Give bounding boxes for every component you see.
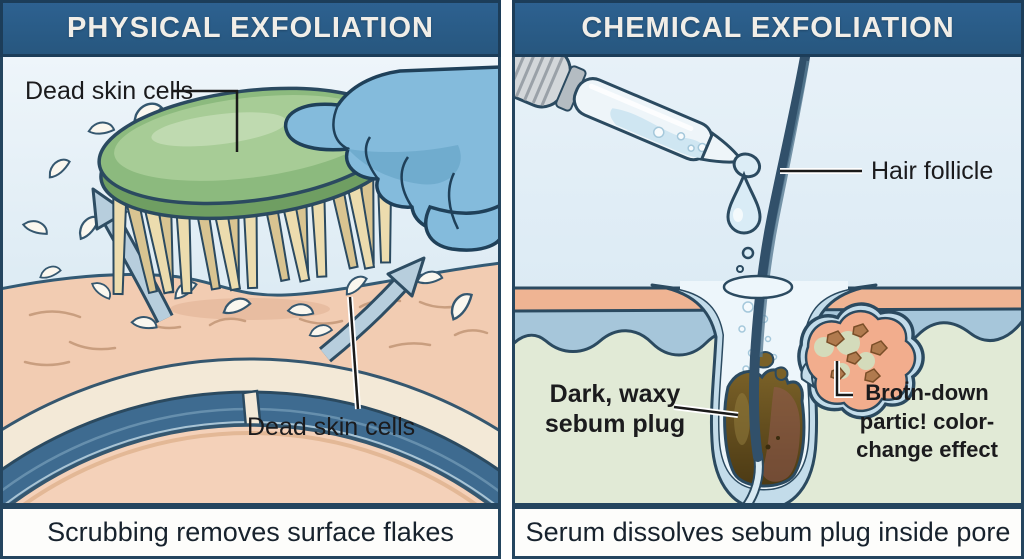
chemical-exfoliation-panel: CHEMICAL EXFOLIATION — [512, 0, 1024, 559]
physical-illustration-area: Dead skin cells Dead skin cells — [0, 57, 501, 506]
label-hair-follicle: Hair follicle — [871, 157, 994, 185]
dropper-cap — [515, 57, 587, 112]
serum-dropper-icon — [515, 57, 762, 179]
chemical-panel-title: CHEMICAL EXFOLIATION — [581, 12, 955, 44]
label-sebum-plug: Dark, waxy sebum plug — [529, 379, 701, 439]
leader-line-sebum-plug — [673, 404, 739, 418]
glove-creases — [332, 104, 460, 230]
chemical-illustration — [515, 57, 1021, 503]
leader-line-dead-skin-bottom — [347, 296, 361, 410]
physical-exfoliation-panel: PHYSICAL EXFOLIATION — [0, 0, 501, 559]
label-dead-skin-cells-bottom: Dead skin cells — [247, 413, 416, 441]
chemical-illustration-area: Hair follicle Dark, waxy sebum plug Broṫ… — [512, 57, 1024, 506]
dermis-dome — [9, 423, 491, 503]
physical-panel-title: PHYSICAL EXFOLIATION — [67, 12, 434, 44]
label-broken-particles-line3: change effect — [856, 437, 998, 463]
label-broken-particles: Broṫn-down partic! color- change effect — [841, 379, 1013, 465]
label-sebum-plug-line2: sebum plug — [544, 410, 686, 438]
leader-line-dead-skin-top — [172, 89, 239, 152]
sebum-plug — [723, 351, 806, 488]
physical-panel-footer: Scrubbing removes surface flakes — [0, 506, 501, 559]
skin-cross-section-layers — [3, 357, 498, 503]
gloved-hand — [283, 65, 498, 252]
label-dead-skin-cells-top: Dead skin cells — [25, 77, 194, 105]
dropper-barrel — [572, 77, 762, 179]
serum-pool — [722, 274, 794, 300]
label-broken-particles-line2: partic! color- — [859, 408, 995, 434]
physical-panel-header: PHYSICAL EXFOLIATION — [0, 0, 501, 57]
serum-drop — [726, 170, 762, 273]
label-sebum-plug-line1: Dark, waxy — [549, 380, 681, 408]
chemical-panel-footer: Serum dissolves sebum plug inside pore — [512, 506, 1024, 559]
chemical-panel-header: CHEMICAL EXFOLIATION — [512, 0, 1024, 57]
curved-arrow-right-icon — [318, 256, 426, 363]
hair-strand — [742, 57, 810, 503]
physical-caption: Scrubbing removes surface flakes — [47, 517, 454, 547]
glove-thumb — [424, 204, 498, 252]
label-broken-particles-line1: Broṫn-down — [865, 380, 989, 405]
physical-illustration — [3, 57, 498, 503]
leader-line-particles — [834, 361, 853, 398]
chemical-caption: Serum dissolves sebum plug inside pore — [525, 517, 1011, 547]
